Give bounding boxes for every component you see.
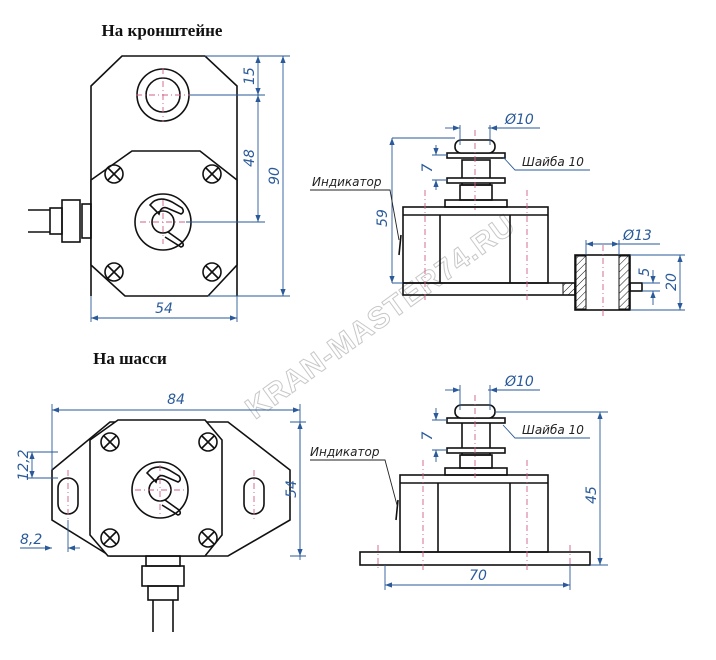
dim-washer-gap: 7 [420, 163, 436, 172]
screw-icon [198, 432, 218, 452]
dim-bushing: Ø13 [622, 228, 652, 244]
bracket-top-view [28, 55, 290, 322]
indicator-label: Индикатор [312, 175, 382, 189]
dim-offset: 5 [637, 267, 653, 276]
washer-label: Шайба 10 [522, 155, 584, 169]
dim-washer-gap: 7 [420, 431, 436, 440]
screw-icon [104, 164, 124, 184]
dim-shaft: Ø10 [504, 374, 534, 390]
screw-icon [202, 164, 222, 184]
dim-center: 48 [242, 149, 258, 167]
dim-height: 59 [375, 209, 391, 227]
dim-top: 15 [242, 67, 258, 85]
washer-label: Шайба 10 [522, 423, 584, 437]
screw-icon [104, 262, 124, 282]
screw-icon [100, 528, 120, 548]
watermark: KRAN-MASTER74.RU [240, 208, 522, 425]
cable-gland [28, 199, 92, 243]
title-bracket: На кронштейне [102, 21, 223, 40]
cable-gland [141, 555, 185, 632]
dim-height: 90 [267, 167, 283, 185]
dim-width: 54 [155, 301, 173, 317]
dim-bushing-height: 20 [664, 273, 680, 291]
screw-icon [198, 528, 218, 548]
dim-edge: 8,2 [20, 532, 42, 548]
chassis-top-view [20, 404, 306, 632]
dim-width: 84 [167, 392, 185, 408]
dim-slot: 12,2 [16, 449, 32, 480]
indicator-label: Индикатор [310, 445, 380, 459]
title-chassis: На шасси [93, 349, 167, 368]
chassis-side-view [310, 385, 608, 590]
dim-shaft: Ø10 [504, 112, 534, 128]
dim-height: 45 [584, 486, 600, 504]
screw-icon [202, 262, 222, 282]
screw-icon [100, 432, 120, 452]
dim-base: 70 [469, 568, 487, 584]
bracket-side-view [310, 125, 685, 318]
dim-height: 54 [284, 480, 300, 498]
